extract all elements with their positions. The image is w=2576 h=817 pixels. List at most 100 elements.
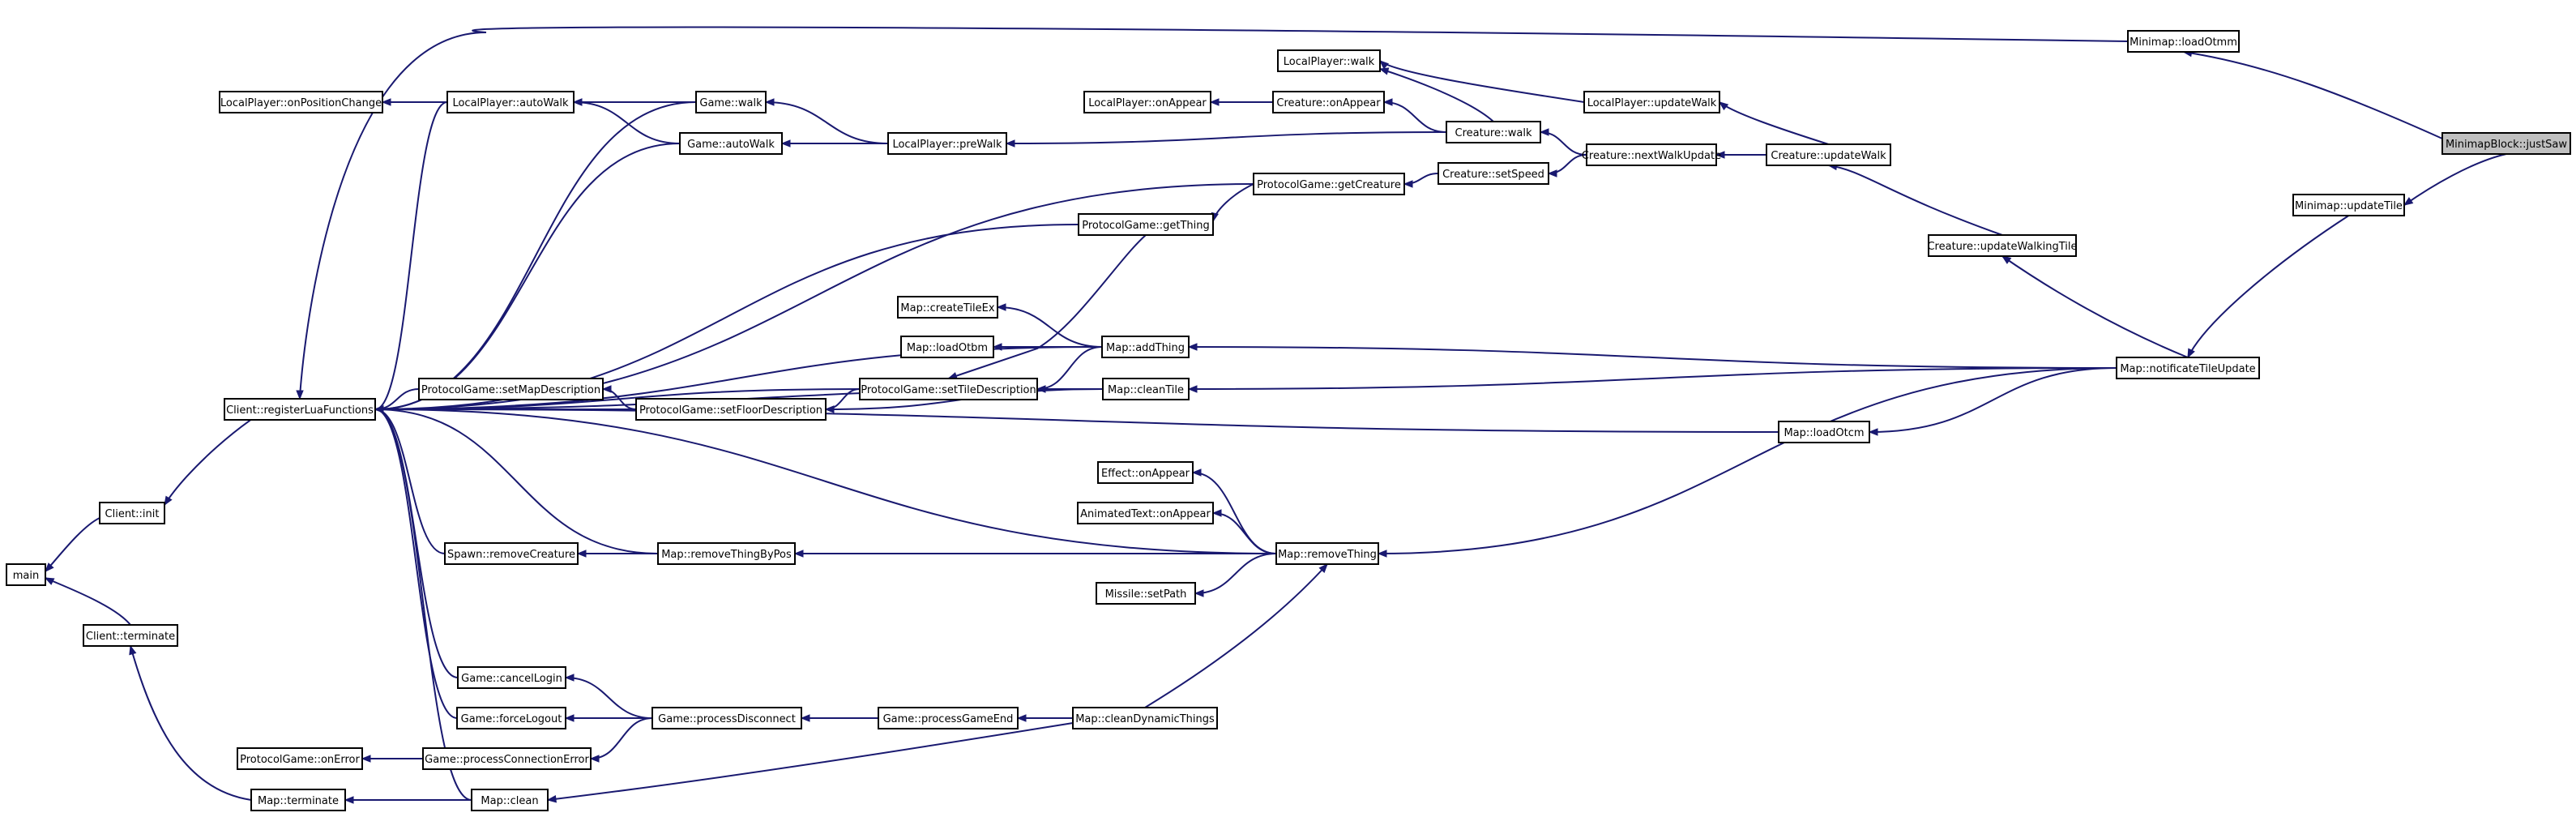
node-box[interactable] <box>250 789 346 811</box>
node-box[interactable] <box>1078 213 1214 236</box>
node-box[interactable] <box>219 91 383 113</box>
node-box[interactable] <box>2292 194 2405 216</box>
node-lp-onposchange[interactable]: LocalPlayer::onPositionChange <box>219 91 383 113</box>
node-box[interactable] <box>1586 143 1717 166</box>
arrowhead-game_processdisconnect-to-game_forcelogout <box>564 714 575 722</box>
node-box[interactable] <box>1272 91 1385 113</box>
node-map-createtileex[interactable]: Map::createTileEx <box>897 296 998 319</box>
node-box[interactable] <box>1101 336 1190 358</box>
node-box[interactable] <box>1097 461 1194 484</box>
node-box[interactable] <box>83 624 178 647</box>
node-box[interactable] <box>1277 49 1381 72</box>
node-box[interactable] <box>1438 162 1549 185</box>
node-creature-onappear[interactable]: Creature::onAppear <box>1272 91 1385 113</box>
node-minimapblock-justsaw[interactable]: MinimapBlock::justSaw <box>2441 132 2571 155</box>
node-map-removethingbypos[interactable]: Map::removeThingByPos <box>657 542 796 565</box>
node-map-notify[interactable]: Map::notificateTileUpdate <box>2116 357 2260 379</box>
node-creature-updatewalk[interactable]: Creature::updateWalk <box>1766 143 1891 166</box>
node-minimap-updatetile[interactable]: Minimap::updateTile <box>2292 194 2405 216</box>
node-box[interactable] <box>1766 143 1891 166</box>
node-map-loadotbm[interactable]: Map::loadOtbm <box>900 336 994 358</box>
node-box[interactable] <box>224 398 376 421</box>
node-pg-setmapdesc[interactable]: ProtocolGame::setMapDescription <box>418 378 604 400</box>
node-minimap-loadotmm[interactable]: Minimap::loadOtmm <box>2127 30 2240 53</box>
node-client-terminate[interactable]: Client::terminate <box>83 624 178 647</box>
node-map-removething[interactable]: Map::removeThing <box>1275 542 1379 565</box>
node-main[interactable]: main <box>6 563 46 586</box>
node-box[interactable] <box>471 789 549 811</box>
node-box[interactable] <box>99 502 165 524</box>
node-box[interactable] <box>6 563 46 586</box>
node-box[interactable] <box>1928 234 2077 257</box>
node-pg-setfloordesc[interactable]: ProtocolGame::setFloorDescription <box>635 398 827 421</box>
arrowhead-game_processgameend-to-game_processdisconnect <box>800 714 810 722</box>
node-game-processgameend[interactable]: Game::processGameEnd <box>878 707 1019 729</box>
node-pg-settiledesc[interactable]: ProtocolGame::setTileDescription <box>859 378 1038 400</box>
node-box[interactable] <box>237 747 363 770</box>
node-map-cleantile[interactable]: Map::cleanTile <box>1102 378 1190 400</box>
node-game-processconnerror[interactable]: Game::processConnectionError <box>422 747 592 770</box>
node-map-cleandynamic[interactable]: Map::cleanDynamicThings <box>1072 707 1218 729</box>
node-box[interactable] <box>456 707 566 729</box>
node-map-clean[interactable]: Map::clean <box>471 789 549 811</box>
node-box[interactable] <box>1083 91 1211 113</box>
node-box[interactable] <box>695 91 767 113</box>
node-game-autowalk[interactable]: Game::autoWalk <box>679 132 783 155</box>
node-box[interactable] <box>651 707 802 729</box>
node-box[interactable] <box>679 132 783 155</box>
node-creature-walk[interactable]: Creature::walk <box>1446 121 1541 143</box>
node-game-processdisconnect[interactable]: Game::processDisconnect <box>651 707 802 729</box>
node-box[interactable] <box>418 378 604 400</box>
node-game-walk[interactable]: Game::walk <box>695 91 767 113</box>
node-box[interactable] <box>1583 91 1720 113</box>
node-lp-onappear[interactable]: LocalPlayer::onAppear <box>1083 91 1211 113</box>
node-box[interactable] <box>1446 121 1541 143</box>
node-pg-getcreature[interactable]: ProtocolGame::getCreature <box>1253 173 1405 195</box>
node-spawn-removecreature[interactable]: Spawn::removeCreature <box>444 542 579 565</box>
node-creature-nextwalk[interactable]: Creature::nextWalkUpdate <box>1582 143 1721 166</box>
node-box[interactable] <box>887 132 1007 155</box>
node-box[interactable] <box>444 542 579 565</box>
node-animtext-onappear[interactable]: AnimatedText::onAppear <box>1077 502 1214 524</box>
node-map-addthing[interactable]: Map::addThing <box>1101 336 1190 358</box>
node-box[interactable] <box>422 747 592 770</box>
node-box[interactable] <box>1077 502 1214 524</box>
node-box[interactable] <box>1778 421 1870 443</box>
node-client-init[interactable]: Client::init <box>99 502 165 524</box>
node-map-terminate[interactable]: Map::terminate <box>250 789 346 811</box>
node-lp-prewalk[interactable]: LocalPlayer::preWalk <box>887 132 1007 155</box>
node-box[interactable] <box>1102 378 1190 400</box>
node-box[interactable] <box>657 542 796 565</box>
edge-map_clean-to-client_register <box>374 408 472 801</box>
node-box[interactable] <box>1072 707 1218 729</box>
node-box[interactable] <box>446 91 575 113</box>
node-map-loadotcm[interactable]: Map::loadOtcm <box>1778 421 1870 443</box>
node-box[interactable] <box>2127 30 2240 53</box>
node-effect-onappear[interactable]: Effect::onAppear <box>1097 461 1194 484</box>
node-box[interactable] <box>457 666 566 689</box>
node-lp-updatewalk[interactable]: LocalPlayer::updateWalk <box>1583 91 1720 113</box>
node-pg-getthing[interactable]: ProtocolGame::getThing <box>1078 213 1214 236</box>
node-lp-autowalk[interactable]: LocalPlayer::autoWalk <box>446 91 575 113</box>
node-creature-updatewalkingtile[interactable]: Creature::updateWalkingTile <box>1927 234 2078 257</box>
arrowhead-map_terminate-to-client_terminate <box>129 644 137 656</box>
node-game-forcelogout[interactable]: Game::forceLogout <box>456 707 566 729</box>
node-client-register[interactable]: Client::registerLuaFunctions <box>224 398 376 421</box>
node-box[interactable] <box>1096 582 1196 605</box>
node-box[interactable] <box>900 336 994 358</box>
node-missile-setpath[interactable]: Missile::setPath <box>1096 582 1196 605</box>
node-lp-walk[interactable]: LocalPlayer::walk <box>1277 49 1381 72</box>
node-box[interactable] <box>859 378 1038 400</box>
node-box[interactable] <box>635 398 827 421</box>
edge-map_removethingbypos-to-client_register <box>374 408 659 554</box>
node-box[interactable] <box>2441 132 2571 155</box>
node-pg-onerror[interactable]: ProtocolGame::onError <box>237 747 363 770</box>
node-box[interactable] <box>2116 357 2260 379</box>
node-box[interactable] <box>897 296 998 319</box>
node-creature-setspeed[interactable]: Creature::setSpeed <box>1438 162 1549 185</box>
node-box[interactable] <box>878 707 1019 729</box>
node-box[interactable] <box>1275 542 1379 565</box>
node-box[interactable] <box>1253 173 1405 195</box>
node-game-cancellogin[interactable]: Game::cancelLogin <box>457 666 566 689</box>
arrowhead-map_cleandynamic-to-map_clean <box>546 795 557 803</box>
